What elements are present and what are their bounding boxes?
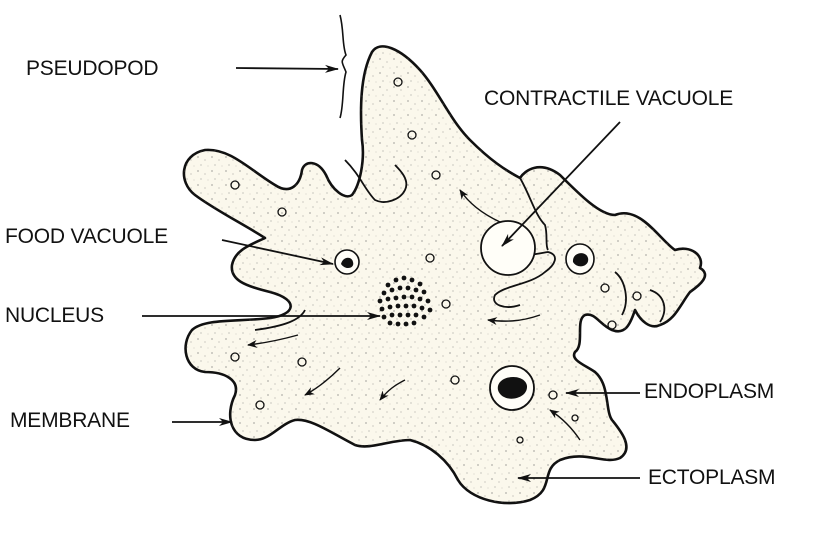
pseudopod-bracket	[339, 14, 347, 119]
food-vacuoles	[334, 243, 595, 411]
label-ectoplasm: ECTOPLASM	[648, 466, 776, 489]
cell-body	[182, 45, 707, 505]
label-food-vacuole: FOOD VACUOLE	[5, 225, 168, 248]
leader-lines	[142, 64, 640, 482]
label-contractile-vacuole: CONTRACTILE VACUOLE	[484, 87, 734, 110]
label-nucleus: NUCLEUS	[5, 304, 104, 327]
nucleus	[377, 275, 433, 327]
label-pseudopod: PSEUDOPOD	[26, 57, 159, 80]
label-endoplasm: ENDOPLASM	[644, 380, 775, 403]
vesicles	[230, 77, 642, 444]
contractile-vacuole	[480, 220, 536, 276]
label-membrane: MEMBRANE	[10, 409, 130, 432]
flow-arrows	[247, 189, 581, 441]
